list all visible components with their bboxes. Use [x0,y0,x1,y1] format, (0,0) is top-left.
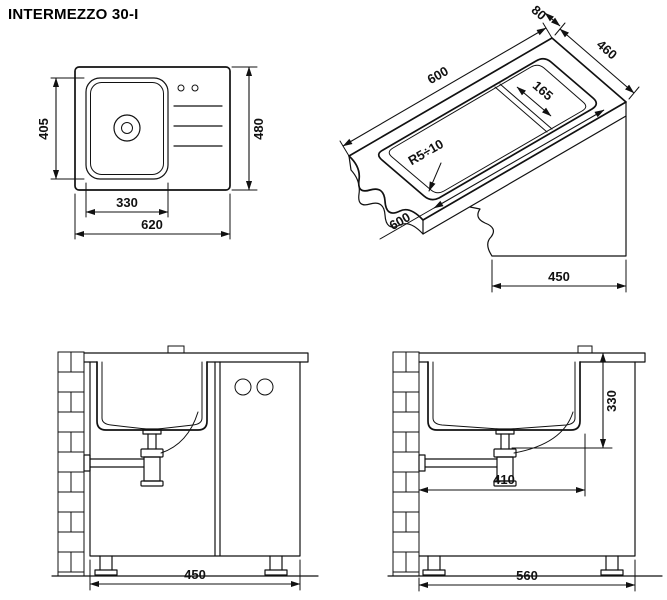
dim-cabinet-depth-label: 560 [516,568,538,583]
drain-trap [418,411,574,487]
socket-left [234,378,252,396]
drain-outer [113,114,141,142]
drain-trap [83,411,199,487]
dim-overall-width-label: 620 [141,217,163,232]
foot-right [264,569,288,576]
dim-bowl-section: 165 [516,78,556,117]
dim-drain-offset: 410 [418,433,586,497]
foot-left [422,569,446,576]
brick-wall [57,351,85,577]
front-section-view: 450 [51,345,319,591]
trap-cap [140,480,164,487]
tap-hole-cover [167,345,185,354]
worktop-top-face [348,37,627,221]
tailpipe [500,433,510,450]
trap-nut [140,448,164,458]
sink-bowl-section [427,361,581,431]
leg-left [427,555,441,571]
dim-cutout-length-front: 600 [379,109,605,240]
sink-outline [74,66,231,191]
socket-right [256,378,274,396]
dim-overall-depth-label: 480 [251,118,266,140]
drain-flange [495,428,515,435]
dim-rim-offset-label: 80 [529,2,550,23]
bowl-inner [90,82,164,175]
dim-cutout-depth: 460 [554,22,640,100]
isometric-view: 165 R5÷10 600 460 80 [339,2,640,293]
tap-hole-cover [577,345,593,354]
dim-bowl-depth-label: 405 [36,118,51,140]
cutout-outline [377,57,598,201]
dim-worktop-depth: 450 [491,259,627,293]
worktop-section [83,345,309,363]
foot-right [600,569,624,576]
page-title: INTERMEZZO 30-I [8,6,139,23]
leg-right [605,555,619,571]
dim-bowl-width: 330 [85,182,169,218]
sink-bowl-section [96,361,208,431]
corner-radius-note: R5÷10 [405,136,446,192]
dim-bowl-width-label: 330 [116,195,138,210]
drain-flange [142,428,162,435]
trap-body [143,456,161,482]
dim-cabinet-width: 450 [89,559,301,591]
worktop-thickness [422,101,627,235]
dim-cutout-length-top-label: 600 [425,63,451,87]
dim-cabinet-width-label: 450 [184,567,206,582]
worktop-section [418,345,646,363]
leg-left [99,555,113,571]
dim-drain-offset-label: 410 [493,472,515,487]
cabinet-section [387,361,663,577]
drainboard-grooves [173,105,223,147]
dim-worktop-depth-label: 450 [548,269,570,284]
waste-pipe [89,458,145,468]
dim-drain-height-label: 330 [604,390,619,412]
corner-radius-label: R5÷10 [405,136,446,168]
dim-cabinet-depth: 560 [418,559,636,592]
dim-cutout-depth-label: 460 [594,37,620,63]
brick-wall [392,351,420,577]
overflow-hose [160,411,199,454]
wall-flange [418,454,426,472]
tap-holes [177,84,199,92]
foot-left [94,569,118,576]
waste-pipe [424,458,498,468]
top-view: 405 480 330 620 [36,66,266,240]
trap-cap [493,480,517,487]
leg-right [269,555,283,571]
bowl-rim [85,77,169,180]
side-section-view: 330 410 560 [387,345,663,592]
dim-overall-width: 620 [74,193,231,240]
dim-drain-height: 330 [511,352,619,449]
dim-bowl-depth: 405 [36,77,85,180]
tailpipe [147,433,157,450]
cabinet-section [51,361,319,577]
overflow-hose [513,411,574,454]
dim-bowl-section-label: 165 [530,78,556,104]
dim-cutout-length-top: 600 [339,22,553,157]
trap-nut [493,448,517,458]
drain-inner [121,122,133,134]
wall-flange [83,454,91,472]
dim-overall-depth: 480 [231,66,266,191]
dim-rim-offset: 80 [529,2,561,27]
front-panel [469,115,627,257]
worktop-torn-bottom [348,155,424,235]
